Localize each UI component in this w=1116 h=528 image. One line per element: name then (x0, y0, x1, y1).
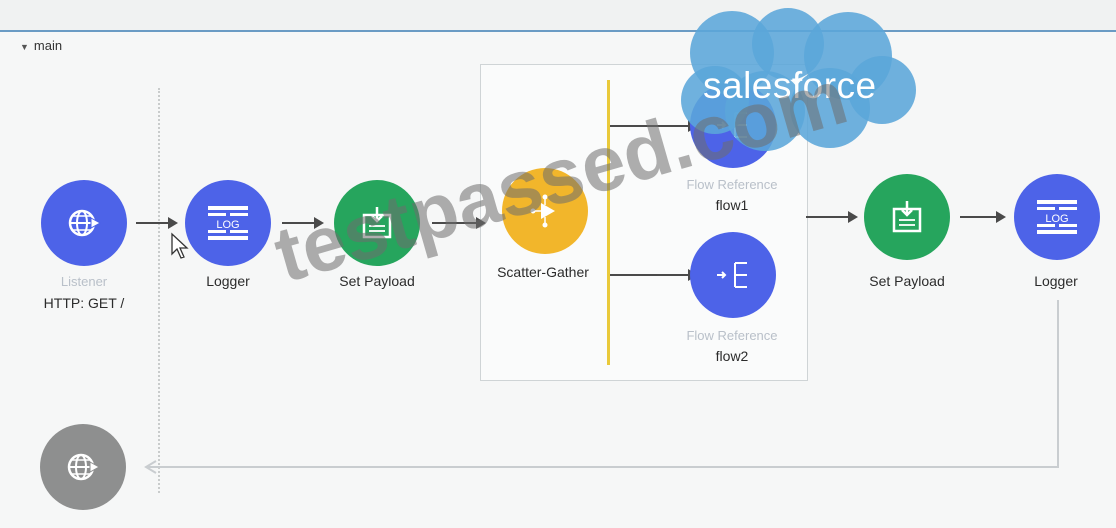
mouse-cursor-icon (171, 232, 189, 259)
flow-name: main (33, 38, 63, 53)
collapse-triangle-icon[interactable]: ▼ (20, 42, 29, 52)
flow-reference-label-1: flow1 (715, 197, 749, 213)
arrow-route-2 (610, 269, 698, 281)
globe-icon (68, 209, 102, 237)
scatter-gather-node[interactable] (502, 168, 588, 254)
logger-node-1[interactable]: LOG (185, 180, 271, 266)
listener-title: Listener (60, 274, 108, 289)
listener-label: HTTP: GET / (43, 295, 125, 311)
arrow-setpayload-logger (960, 211, 1006, 223)
listener-node[interactable] (41, 180, 127, 266)
scatter-gather-icon (530, 194, 555, 228)
editor-top-bar (0, 0, 1116, 32)
source-divider (158, 88, 160, 493)
logger-node-2[interactable]: LOG (1014, 174, 1100, 260)
error-source-node[interactable] (40, 424, 126, 510)
log-icon: LOG (208, 206, 248, 240)
log-icon: LOG (1037, 200, 1077, 234)
scatter-gather-label: Scatter-Gather (497, 264, 589, 280)
set-payload-icon (892, 201, 922, 233)
salesforce-wordmark: salesforce (703, 65, 877, 106)
flow-header[interactable]: ▼ main (20, 38, 62, 53)
arrow-logger-setpayload (282, 217, 324, 229)
set-payload-node-1[interactable] (334, 180, 420, 266)
flow-reference-title-2: Flow Reference (686, 328, 778, 343)
arrow-listener-logger (136, 217, 178, 229)
logger-label-2: Logger (1034, 273, 1078, 289)
flow-reference-node-2[interactable] (690, 232, 776, 318)
flow-reference-title-1: Flow Reference (686, 177, 778, 192)
arrow-scatter-setpayload (806, 211, 858, 223)
flow-reference-icon (717, 262, 747, 288)
salesforce-cloud-logo (681, 8, 916, 151)
arrow-setpayload-scatter (432, 217, 486, 229)
set-payload-node-2[interactable] (864, 174, 950, 260)
set-payload-icon (362, 207, 392, 239)
set-payload-label-2: Set Payload (869, 273, 945, 289)
scatter-gather-route-bar (607, 80, 610, 365)
log-icon-text: LOG (1045, 213, 1068, 225)
flow-reference-label-2: flow2 (715, 348, 749, 364)
log-icon-text: LOG (216, 219, 239, 231)
logger-label-1: Logger (206, 273, 250, 289)
globe-icon (67, 453, 101, 481)
set-payload-label-1: Set Payload (339, 273, 415, 289)
